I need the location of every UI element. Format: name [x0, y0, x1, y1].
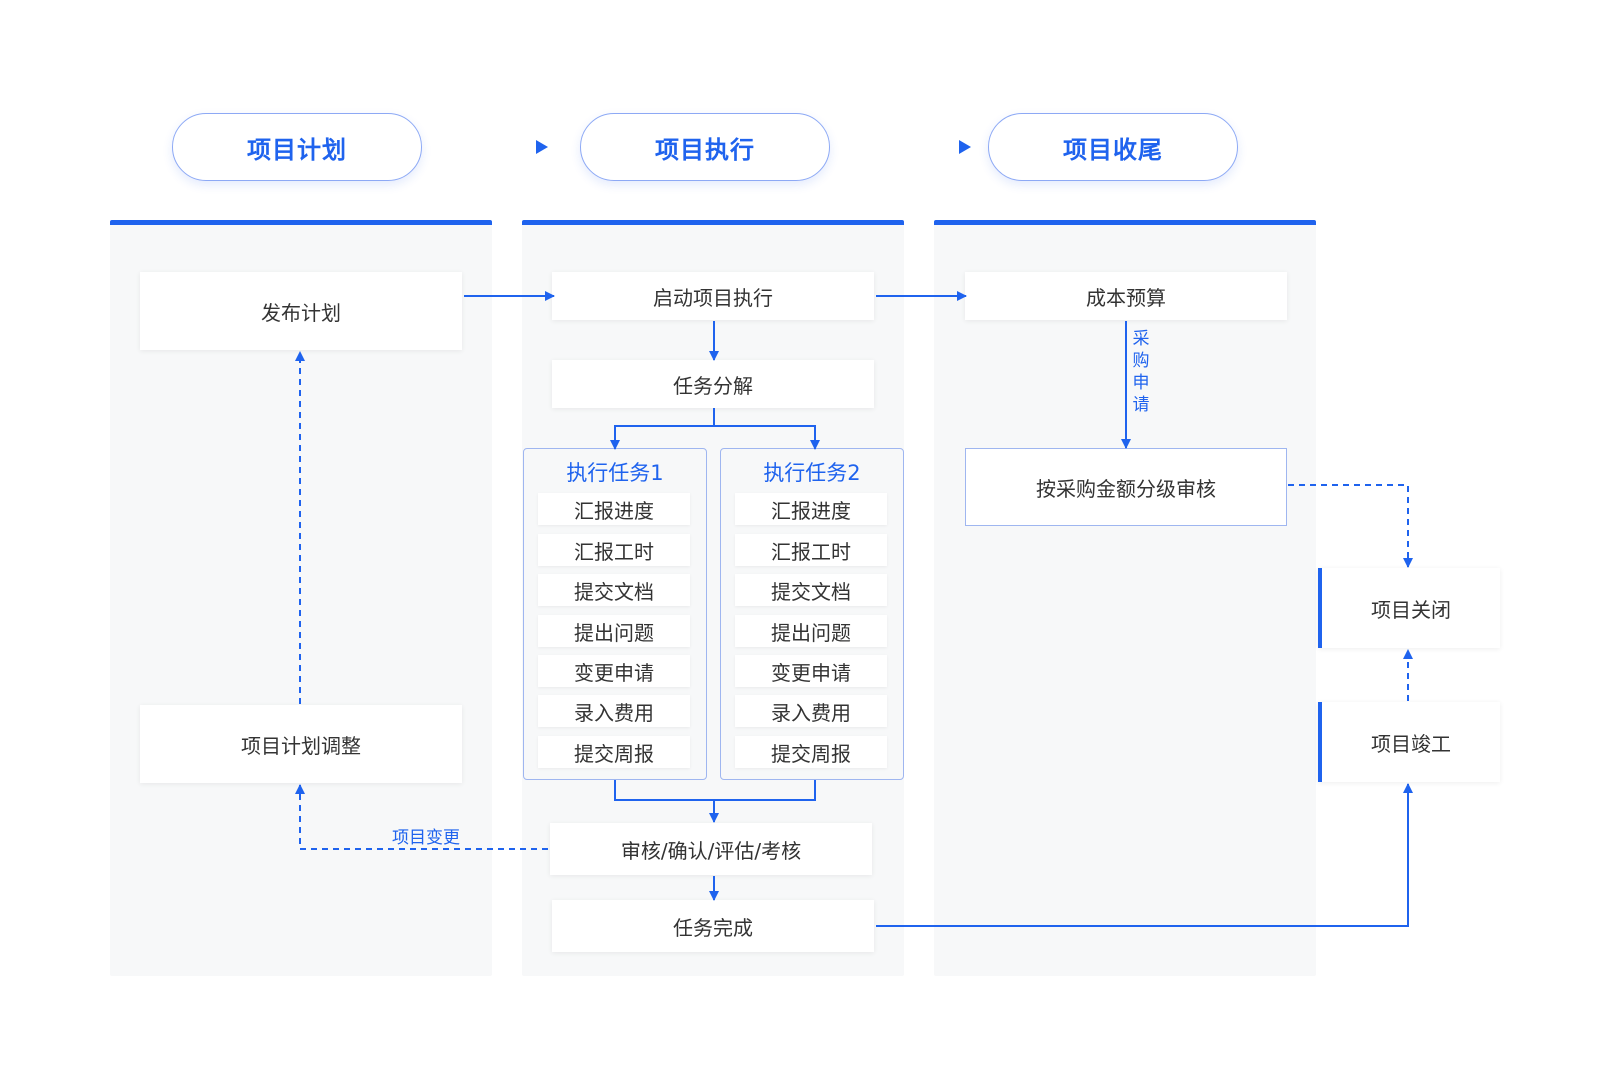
task-1-item: 汇报进度 — [538, 493, 690, 525]
node-project-close: 项目关闭 — [1318, 568, 1500, 648]
edge-label-project-change: 项目变更 — [392, 828, 460, 848]
task-2-item: 录入费用 — [735, 695, 887, 727]
node-start-execution: 启动项目执行 — [552, 272, 874, 320]
task-2-item: 汇报进度 — [735, 493, 887, 525]
edge-label-char: 购 — [1132, 351, 1150, 371]
arrow-decompose-split — [610, 408, 715, 450]
task-1-item: 提交周报 — [538, 736, 690, 768]
node-project-completion: 项目竣工 — [1318, 702, 1500, 782]
phase-execute: 项目执行 — [580, 113, 830, 181]
task-1-item: 提交文档 — [538, 574, 690, 606]
task-2-item: 提交文档 — [735, 574, 887, 606]
task-2-item: 提出问题 — [735, 615, 887, 647]
task-1-item: 变更申请 — [538, 655, 690, 687]
node-purchase-approval: 按采购金额分级审核 — [965, 448, 1287, 526]
task-group-1: 执行任务1 汇报进度 汇报工时 提交文档 提出问题 变更申请 录入费用 提交周报 — [523, 448, 707, 780]
edge-label-char: 采 — [1132, 329, 1150, 349]
task-group-1-title: 执行任务1 — [566, 461, 664, 485]
phase-plan: 项目计划 — [172, 113, 422, 181]
task-1-item: 提出问题 — [538, 615, 690, 647]
phase-arrowhead-1 — [536, 140, 548, 154]
edge-label-purchase-request: 采 购 申 请 — [1131, 328, 1151, 416]
task-group-2-title: 执行任务2 — [763, 461, 861, 485]
arrow-approval-to-close — [1288, 484, 1413, 568]
node-publish-plan: 发布计划 — [140, 272, 462, 350]
node-review: 审核/确认/评估/考核 — [550, 823, 872, 875]
task-1-item: 录入费用 — [538, 695, 690, 727]
node-plan-adjust: 项目计划调整 — [140, 705, 462, 783]
phase-close: 项目收尾 — [988, 113, 1238, 181]
arrow-review-to-adjust — [295, 784, 548, 850]
task-2-item: 变更申请 — [735, 655, 887, 687]
edge-label-char: 申 — [1132, 373, 1150, 393]
arrow-tasks-merge — [614, 780, 816, 801]
task-2-item: 汇报工时 — [735, 534, 887, 566]
node-task-done: 任务完成 — [552, 900, 874, 952]
task-group-2: 执行任务2 汇报进度 汇报工时 提交文档 提出问题 变更申请 录入费用 提交周报 — [720, 448, 904, 780]
task-2-item: 提交周报 — [735, 736, 887, 768]
task-1-item: 汇报工时 — [538, 534, 690, 566]
node-cost-budget: 成本预算 — [965, 272, 1287, 320]
phase-arrowhead-2 — [959, 140, 971, 154]
edge-label-char: 请 — [1132, 395, 1150, 415]
arrow-done-to-completion — [876, 783, 1413, 927]
node-task-decompose: 任务分解 — [552, 360, 874, 408]
arrow-decompose-split-2 — [714, 425, 820, 450]
